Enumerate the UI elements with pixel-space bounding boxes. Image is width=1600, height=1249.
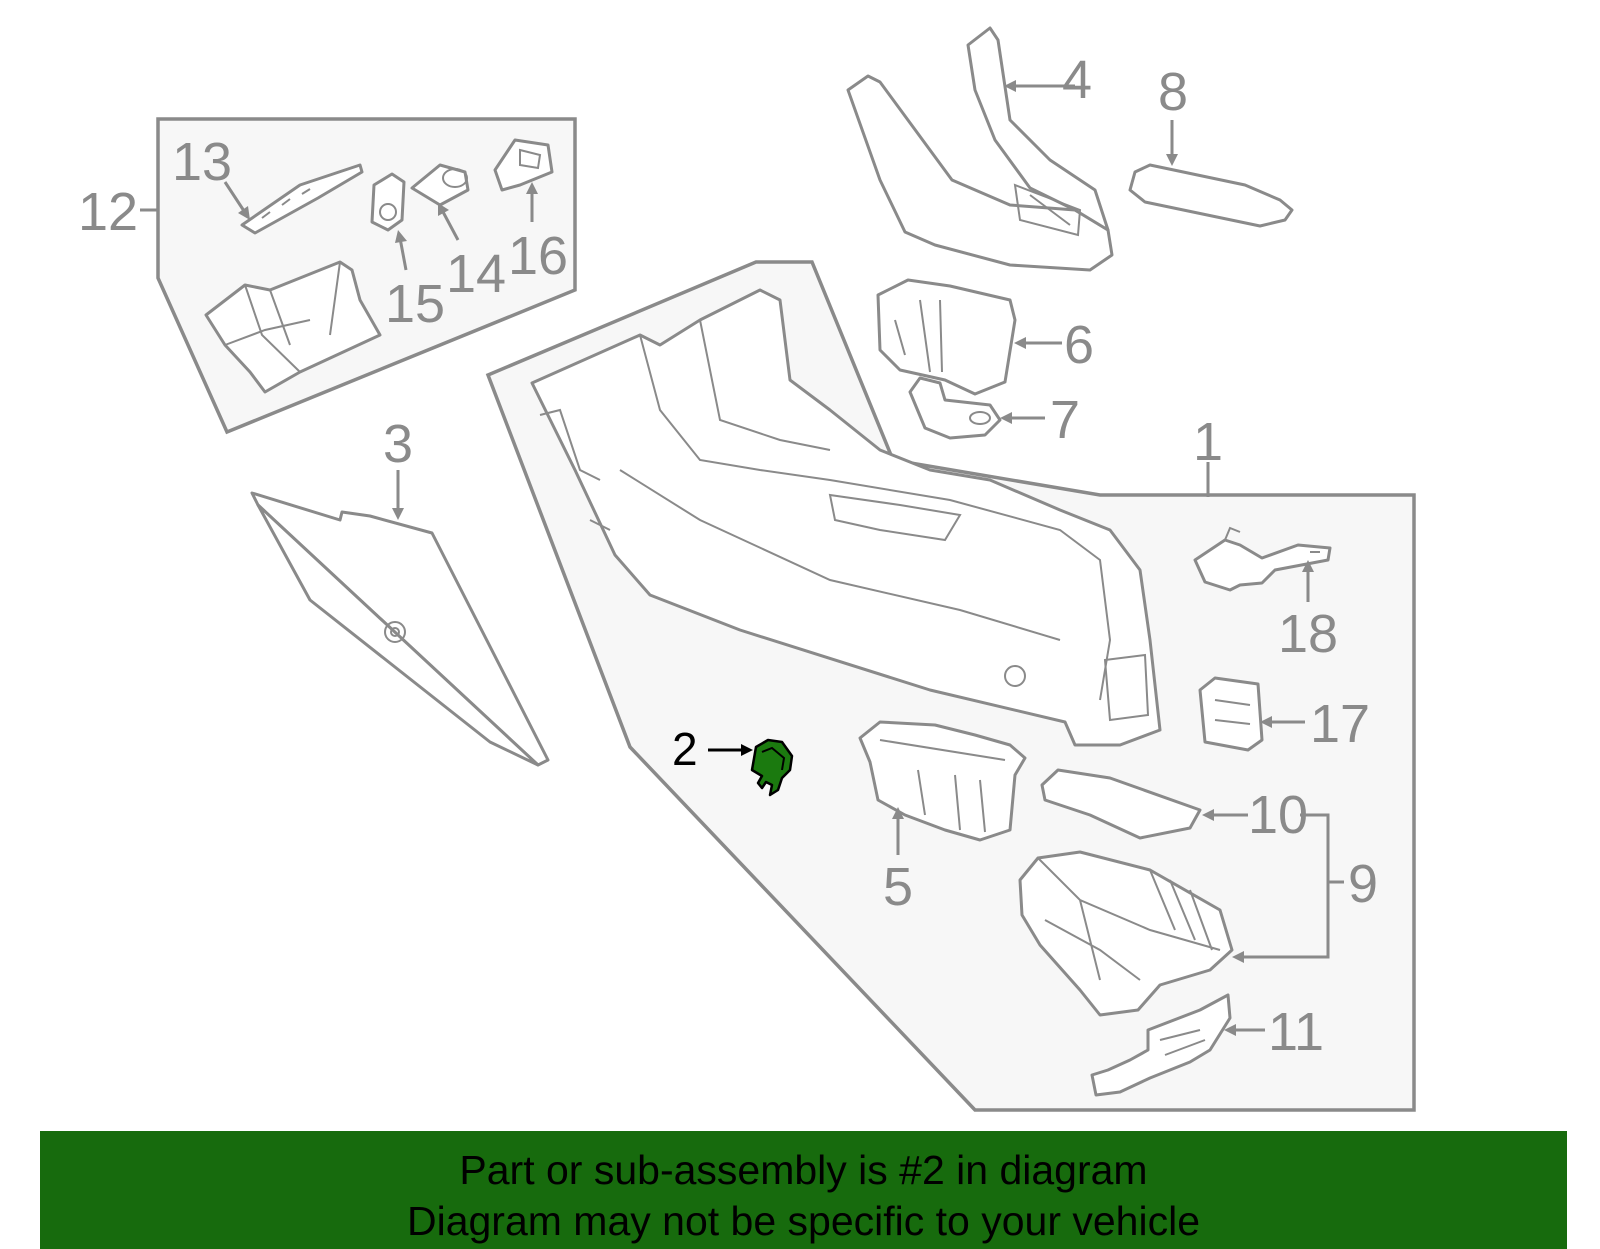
part-15-switch xyxy=(370,172,406,232)
callout-14: 14 xyxy=(446,244,506,304)
part-18-bracket xyxy=(1193,526,1332,592)
part-9-storage-bin xyxy=(1018,850,1234,1017)
part-11-bracket xyxy=(1090,993,1232,1097)
callout-12: 12 xyxy=(78,182,138,242)
part-1-console xyxy=(530,288,1162,747)
callout-2-highlighted: 2 xyxy=(672,723,698,775)
callout-4: 4 xyxy=(1062,50,1092,110)
part-16-switch xyxy=(493,138,554,192)
part-6-cupholder xyxy=(876,278,1017,396)
part-3-side-panel xyxy=(250,491,550,767)
part-7-bracket xyxy=(908,376,1002,440)
callout-8: 8 xyxy=(1158,62,1188,122)
callout-9: 9 xyxy=(1348,854,1378,914)
part-5-cupholder xyxy=(858,720,1027,842)
callout-17: 17 xyxy=(1310,694,1370,754)
callout-15: 15 xyxy=(385,274,445,334)
callout-10: 10 xyxy=(1248,785,1308,845)
part-14-knob xyxy=(410,163,470,207)
callout-5: 5 xyxy=(883,857,913,917)
callout-1: 1 xyxy=(1193,412,1223,472)
callout-6: 6 xyxy=(1064,315,1094,375)
part-4-bezel xyxy=(846,26,1114,272)
banner-line-1: Part or sub-assembly is #2 in diagram xyxy=(459,1147,1148,1193)
callout-7: 7 xyxy=(1050,390,1080,450)
part-10-mat xyxy=(1040,768,1202,840)
part-13-trim-strip xyxy=(240,163,364,235)
leader-lines xyxy=(140,80,1344,1036)
part-12-bracket xyxy=(204,260,382,394)
part-8-pad xyxy=(1128,163,1294,228)
part-2-highlighted[interactable] xyxy=(750,738,794,797)
callout-18: 18 xyxy=(1278,604,1338,664)
part-17-switch xyxy=(1198,676,1264,752)
info-banner: Part or sub-assembly is #2 in diagram Di… xyxy=(40,1131,1567,1249)
callout-16: 16 xyxy=(508,226,568,286)
callout-11: 11 xyxy=(1268,1002,1324,1062)
banner-line-2: Diagram may not be specific to your vehi… xyxy=(406,1198,1200,1244)
callout-13: 13 xyxy=(172,132,232,192)
callout-3: 3 xyxy=(383,414,413,474)
